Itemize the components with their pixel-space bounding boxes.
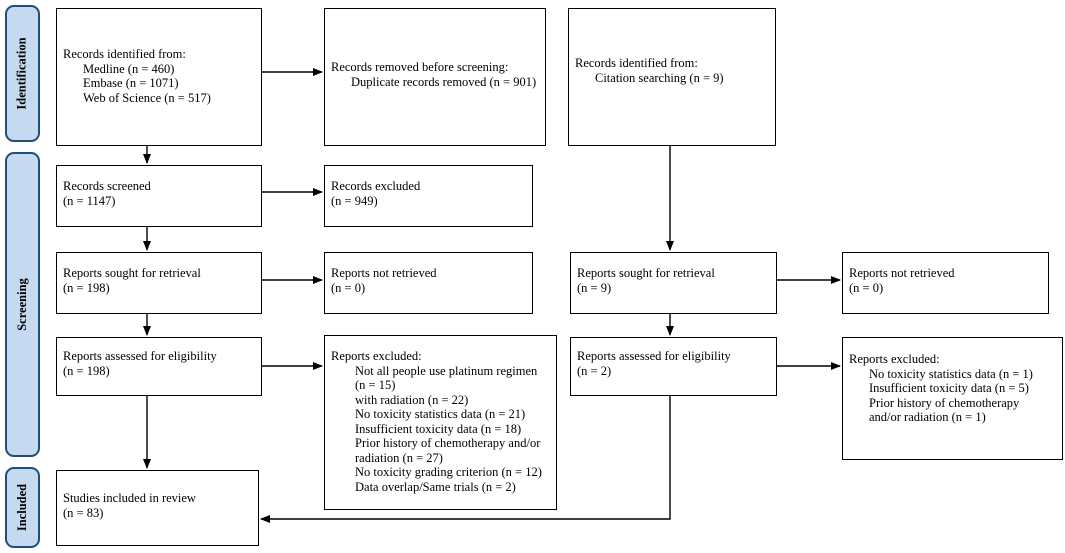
box-title: Reports assessed for eligibility: [577, 349, 731, 363]
box-count: (n = 9): [577, 280, 612, 295]
phase-identification: Identification: [5, 5, 40, 142]
box-title: Records excluded: [331, 179, 421, 193]
box-title: Reports excluded:: [331, 349, 422, 363]
source-web-of-science: Web of Science (n = 517): [83, 90, 211, 105]
box-title: Reports not retrieved: [849, 266, 955, 280]
box-count: (n = 1147): [63, 193, 116, 208]
box-records-identified-other: Records identified from: Citation search…: [568, 8, 776, 146]
box-reports-assessed-right: Reports assessed for eligibility (n = 2): [570, 337, 777, 396]
box-reports-not-retrieved-right: Reports not retrieved (n = 0): [842, 252, 1049, 314]
source-medline: Medline (n = 460): [83, 61, 175, 76]
exclusion-reason: No toxicity statistics data (n = 1): [869, 366, 1033, 381]
source-citation-searching: Citation searching (n = 9): [595, 70, 724, 85]
exclusion-reason: Insufficient toxicity data (n = 18): [355, 421, 522, 436]
box-title: Reports excluded:: [849, 352, 940, 366]
box-reports-sought-left: Reports sought for retrieval (n = 198): [56, 252, 262, 314]
exclusion-reason: No toxicity grading criterion (n = 12): [355, 465, 542, 479]
box-title: Reports assessed for eligibility: [63, 349, 217, 363]
exclusion-reason: Insufficient toxicity data (n = 5): [869, 381, 1029, 395]
box-count: (n = 198): [63, 363, 110, 378]
box-title: Records identified from:: [63, 47, 186, 61]
box-reports-sought-right: Reports sought for retrieval (n = 9): [570, 252, 777, 314]
exclusion-reason: (n = 15): [355, 378, 396, 392]
exclusion-reason: Prior history of chemotherapy and/or: [355, 436, 541, 450]
box-title: Records screened: [63, 179, 151, 193]
arrow-assessed-right-to-included: [260, 396, 671, 523]
box-records-screened: Records screened (n = 1147): [56, 165, 262, 227]
exclusion-reason: with radiation (n = 22): [355, 392, 469, 407]
box-reports-assessed-left: Reports assessed for eligibility (n = 19…: [56, 337, 262, 396]
box-title: Reports not retrieved: [331, 266, 437, 280]
box-count: (n = 83): [63, 505, 104, 520]
exclusion-reason: Data overlap/Same trials (n = 2): [355, 479, 516, 494]
box-count: (n = 0): [849, 280, 884, 295]
box-reports-excluded-left: Reports excluded: Not all people use pla…: [324, 335, 557, 510]
exclusion-reason: Not all people use platinum regimen: [355, 363, 538, 378]
box-title: Studies included in review: [63, 491, 196, 505]
box-records-identified-databases: Records identified from: Medline (n = 46…: [56, 8, 262, 146]
box-reports-excluded-right: Reports excluded: No toxicity statistics…: [842, 337, 1063, 460]
box-removed-before-screening: Records removed before screening: Duplic…: [324, 8, 546, 146]
exclusion-reason: radiation (n = 27): [355, 450, 443, 465]
box-count: (n = 949): [331, 193, 378, 208]
box-studies-included: Studies included in review (n = 83): [56, 470, 259, 546]
box-count: (n = 0): [331, 280, 366, 295]
box-title: Reports sought for retrieval: [63, 266, 201, 280]
phase-included: Included: [5, 467, 40, 548]
exclusion-reason: Prior history of chemotherapy: [869, 395, 1020, 410]
box-title: Records identified from:: [575, 56, 698, 70]
box-reports-not-retrieved-left: Reports not retrieved (n = 0): [324, 252, 533, 314]
box-title: Reports sought for retrieval: [577, 266, 715, 280]
source-embase: Embase (n = 1071): [83, 76, 179, 90]
exclusion-reason: No toxicity statistics data (n = 21): [355, 407, 526, 421]
duplicates-removed: Duplicate records removed (n = 901): [351, 74, 537, 89]
box-count: (n = 2): [577, 363, 612, 378]
exclusion-reason: and/or radiation (n = 1): [869, 410, 986, 424]
box-count: (n = 198): [63, 280, 110, 295]
phase-screening: Screening: [5, 152, 40, 457]
box-records-excluded: Records excluded (n = 949): [324, 165, 533, 227]
box-title: Records removed before screening:: [331, 60, 509, 74]
